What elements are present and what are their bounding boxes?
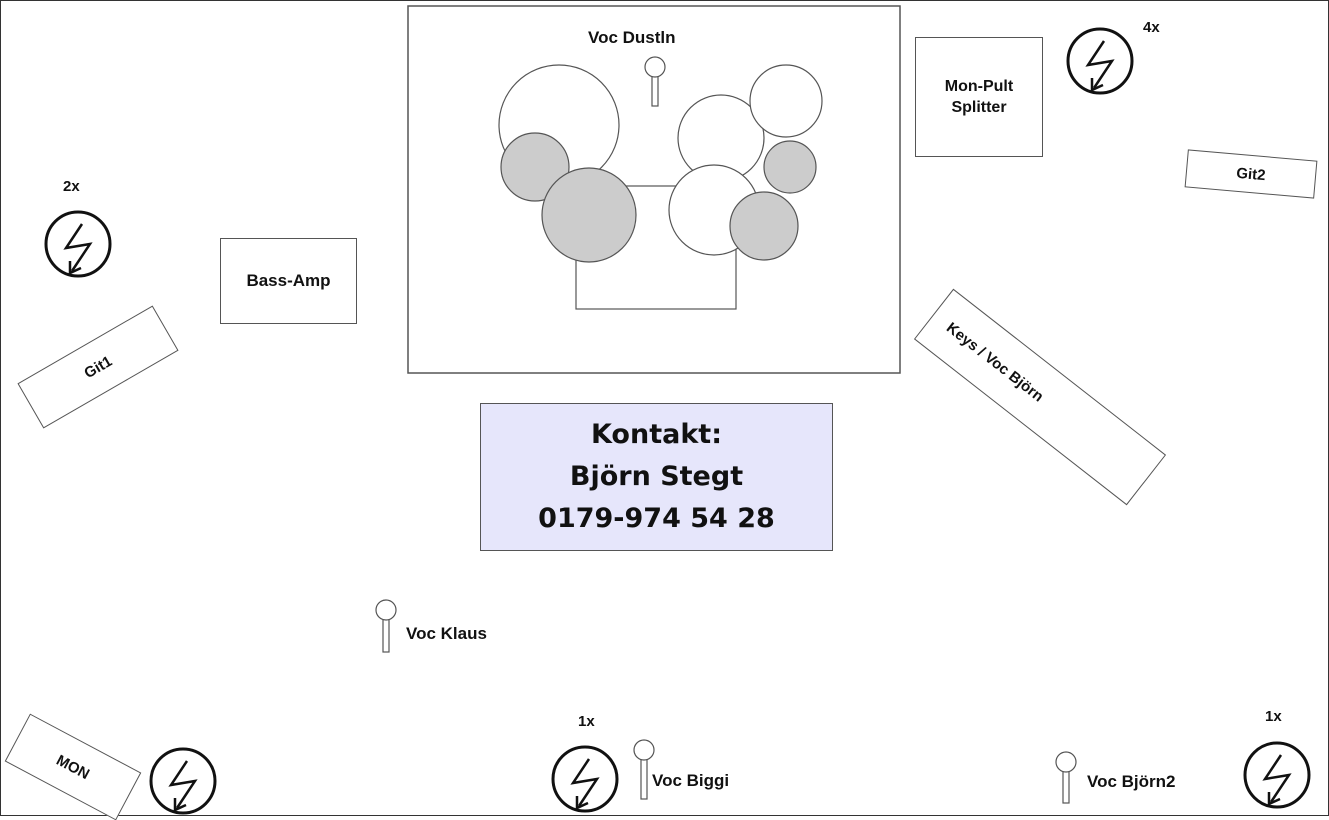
mic-bjoern2 (1055, 751, 1077, 804)
drum-kit (498, 64, 823, 263)
contact-name: Björn Stegt (569, 461, 744, 492)
drum-riser (407, 5, 901, 374)
mic-biggi (633, 739, 655, 800)
power-count-left: 2x (63, 178, 80, 195)
label-voc-klaus: Voc Klaus (406, 624, 487, 643)
drum-cymbal-right (749, 64, 823, 138)
contact-box: Kontakt: Björn Stegt 0179-974 54 28 (480, 403, 833, 551)
power-icon-bottom-right (1243, 741, 1311, 809)
power-icon-mon (149, 747, 217, 815)
power-count-bottom-center: 1x (578, 713, 595, 730)
mic-dustln (644, 56, 666, 107)
contact-phone: 0179-974 54 28 (538, 503, 775, 534)
contact-title: Kontakt: (590, 419, 722, 450)
label-voc-bjoern2: Voc Björn2 (1087, 772, 1176, 791)
label-voc-biggi: Voc Biggi (652, 771, 730, 790)
label-voc-dustln: Voc Dustln (588, 28, 676, 47)
power-count-top-right: 4x (1143, 19, 1160, 36)
drum-floor-tom-left (541, 167, 637, 263)
power-count-bottom-right: 1x (1265, 708, 1282, 725)
bass-amp-box: Bass-Amp (220, 238, 357, 324)
power-icon-left (44, 210, 112, 278)
monitor-splitter-box: Mon-Pult Splitter (915, 37, 1043, 157)
power-icon-bottom-center (551, 745, 619, 813)
power-icon-top-right (1066, 27, 1134, 95)
drum-tom-left (500, 132, 570, 202)
drum-floor-tom-right (729, 191, 799, 261)
mic-klaus (375, 599, 397, 653)
drum-tom-right (763, 140, 817, 194)
